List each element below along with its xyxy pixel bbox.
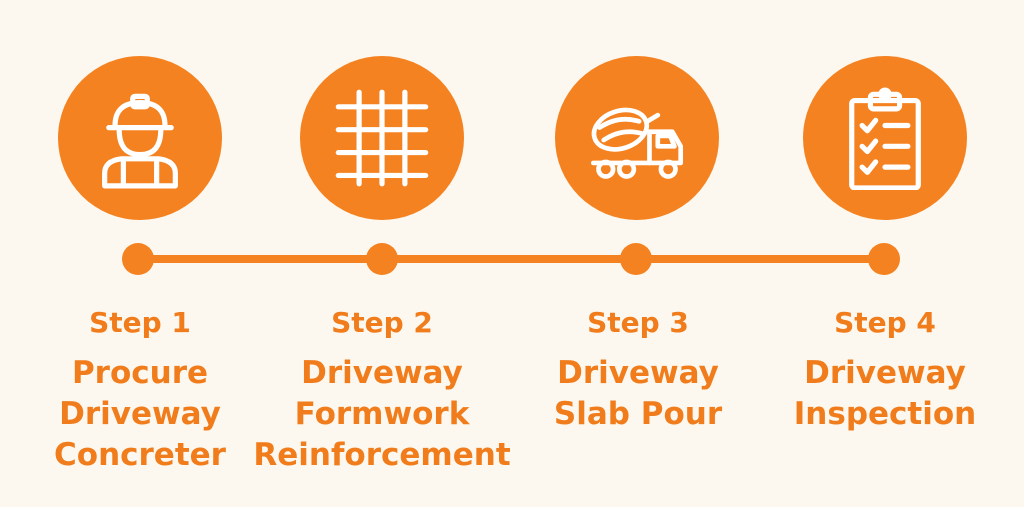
clipboard-checklist-icon — [849, 87, 921, 190]
construction-worker-icon — [102, 93, 178, 189]
step-2-title: Driveway Formwork Reinforcement — [253, 355, 511, 473]
step-2-label: Step 2 — [331, 306, 433, 339]
rebar-grid-icon — [335, 89, 429, 187]
step-4-text: Step 4 Driveway Inspection — [755, 303, 1015, 435]
step-1-title: Procure Driveway Concreter — [54, 355, 226, 473]
timeline-dot-4 — [868, 243, 900, 275]
timeline-line — [138, 255, 884, 263]
step-2-text: Step 2 Driveway Formwork Reinforcement — [252, 303, 512, 476]
timeline-dot-1 — [122, 243, 154, 275]
step-3-icon-circle — [555, 56, 719, 220]
step-1-label: Step 1 — [89, 306, 191, 339]
step-4-label: Step 4 — [834, 306, 936, 339]
timeline-dot-2 — [366, 243, 398, 275]
step-4-icon-circle — [803, 56, 967, 220]
step-2-icon-circle — [300, 56, 464, 220]
timeline-dot-3 — [620, 243, 652, 275]
step-3-label: Step 3 — [587, 306, 689, 339]
step-1-icon-circle — [58, 56, 222, 220]
step-4-title: Driveway Inspection — [793, 355, 977, 432]
step-1-text: Step 1 Procure Driveway Concreter — [10, 303, 270, 476]
step-3-text: Step 3 Driveway Slab Pour — [508, 303, 768, 435]
step-3-title: Driveway Slab Pour — [553, 355, 723, 432]
concrete-mixer-truck-icon — [590, 107, 684, 179]
